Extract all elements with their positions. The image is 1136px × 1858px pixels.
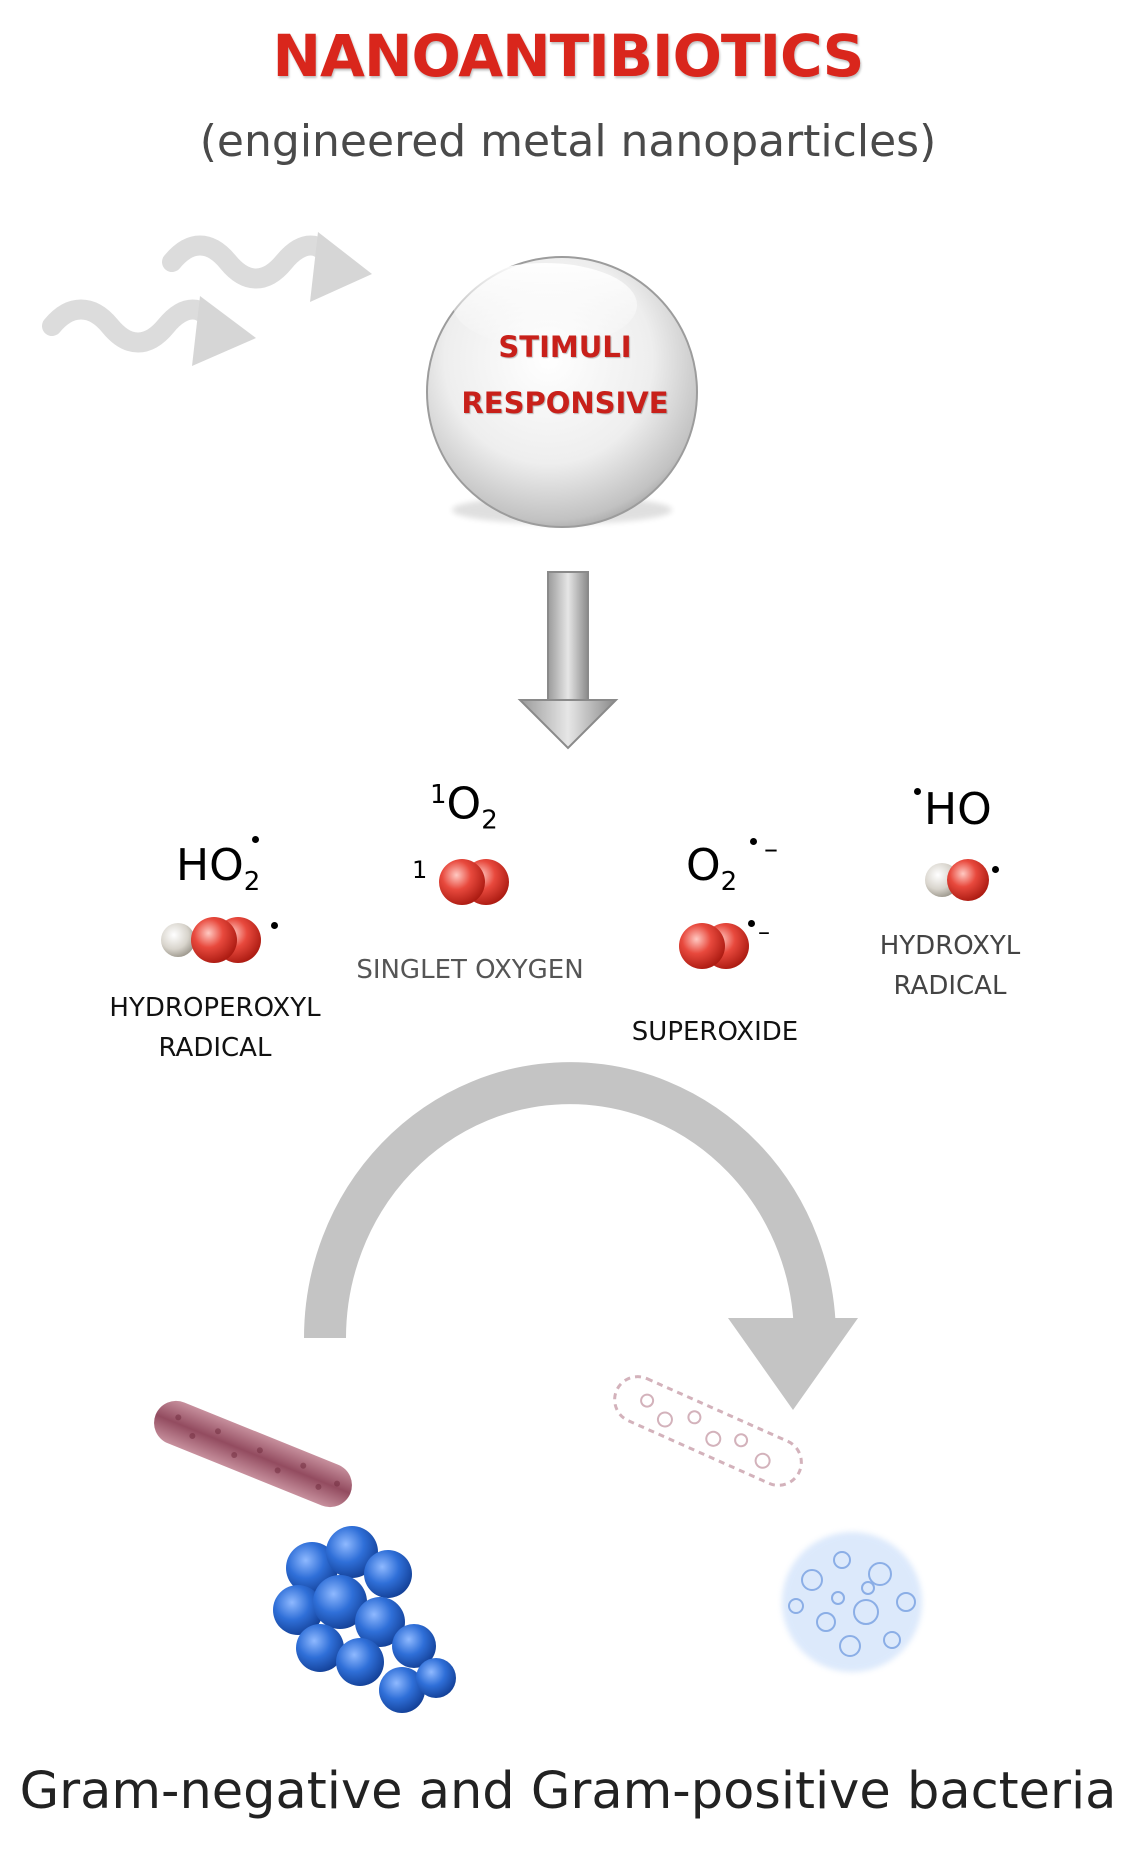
singlet-oxygen-formula: 1O2 [430,782,498,833]
curved-arrowhead-icon [728,1318,858,1410]
superoxide-molecule-charge: – [758,918,770,946]
hydroxyl-label-line1: HYDROXYL [879,931,1021,961]
superoxide-formula: O2 [686,844,737,895]
radical-dot-icon [748,920,755,927]
singlet-oxygen-formula-sup: 1 [430,780,447,810]
damaged-gram-positive-bacteria [782,1532,922,1672]
hydroperoxyl-label-line2: RADICAL [158,1033,272,1064]
gram-positive-bacteria [273,1526,456,1713]
radical-dot-icon [914,788,921,795]
hydroxyl-molecule [925,859,989,901]
singlet-oxygen-label: SINGLET OXYGEN [356,955,584,985]
hydroperoxyl-formula-sub: 2 [243,866,261,897]
light-wave-arrowhead-icon [310,232,372,302]
hydroperoxyl-molecule [161,917,261,963]
bacteria-caption: Gram-negative and Gram-positive bacteria [19,1762,1117,1821]
superoxide-charge: – [764,832,778,865]
curved-arrow-icon [304,1062,836,1339]
hydroperoxyl-label: HYDROPEROXYL RADICAL [90,988,340,1069]
hydroxyl-label: HYDROXYL RADICAL [850,926,1050,1007]
stimuli-label-line1: STIMULI [498,330,632,364]
light-wave-arrowhead-icon [192,296,256,366]
down-arrow-icon [517,571,619,750]
radical-dot-icon [271,922,278,929]
diagram-subtitle: (engineered metal nanoparticles) [199,116,937,167]
hydroperoxyl-label-line1: HYDROPEROXYL [109,993,321,1023]
gram-negative-bacterium [154,1400,352,1508]
superoxide-molecule [679,923,749,969]
singlet-oxygen-formula-sub: 2 [481,805,498,836]
hydroxyl-formula: HO [924,784,992,835]
singlet-oxygen-molecule [439,859,509,905]
superoxide-label: SUPEROXIDE [631,1017,799,1047]
singlet-oxygen-formula-main: O [446,778,482,830]
light-wave-arrow-icon [42,299,222,353]
hydroperoxyl-formula: HO2 [176,844,260,895]
radical-dot-icon [750,838,757,845]
superoxide-formula-main: O [686,840,721,891]
diagram-title: NANOANTIBIOTICS [272,22,865,90]
hydroxyl-label-line2: RADICAL [893,971,1007,1002]
superoxide-formula-sub: 2 [720,866,738,897]
hydroperoxyl-formula-main: HO [176,840,244,891]
radical-dot-icon [992,866,999,873]
singlet-oxygen-prefix: 1 [412,856,428,884]
stimuli-label-line2: RESPONSIVE [461,386,669,420]
light-wave-arrow-icon [162,235,340,289]
radical-dot-icon [252,836,259,843]
